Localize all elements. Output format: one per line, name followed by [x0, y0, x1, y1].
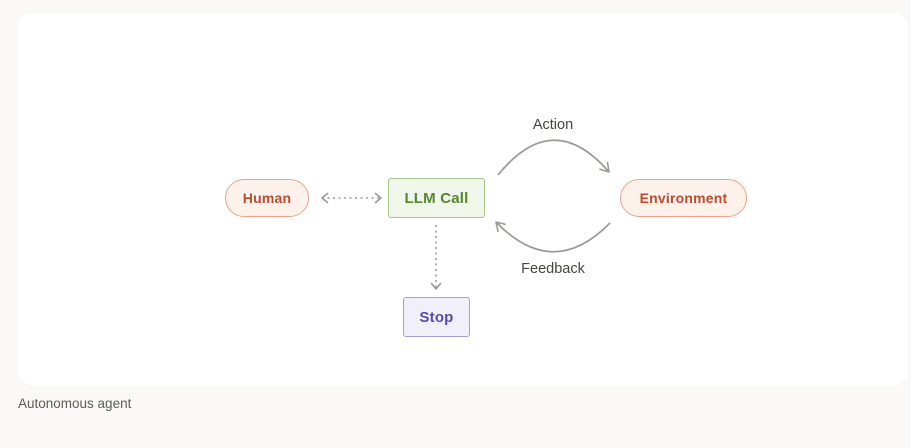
node-llm-call-label: LLM Call — [404, 189, 469, 207]
diagram-arrows-layer — [321, 139, 611, 290]
node-environment: Environment — [620, 179, 747, 217]
edge-label-feedback: Feedback — [521, 261, 585, 277]
figure-caption: Autonomous agent — [18, 396, 132, 411]
edge-label-action: Action — [532, 117, 574, 133]
node-stop: Stop — [403, 297, 470, 337]
figure-canvas: Human LLM Call Environment Stop Action F… — [18, 13, 908, 411]
node-llm-call: LLM Call — [388, 178, 485, 218]
node-human-label: Human — [242, 190, 292, 206]
edge-feedback-arc — [495, 221, 611, 253]
node-human: Human — [225, 179, 309, 217]
node-stop-label: Stop — [419, 308, 454, 326]
edge-action-arc — [497, 139, 610, 176]
node-environment-label: Environment — [639, 190, 728, 206]
diagram-card: Human LLM Call Environment Stop Action F… — [18, 13, 908, 385]
